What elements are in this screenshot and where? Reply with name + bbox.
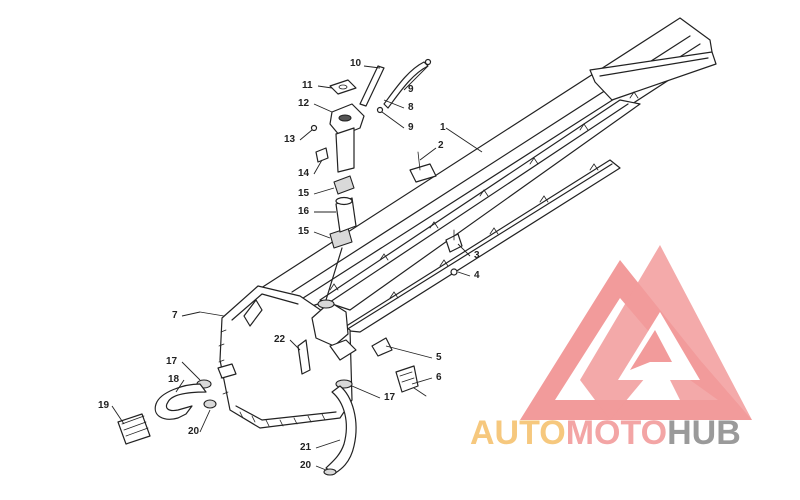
callout-c11: 11 bbox=[302, 80, 313, 91]
overflow-hoses bbox=[359, 58, 432, 114]
callout-c16: 16 bbox=[298, 206, 310, 217]
callout-c17b: 17 bbox=[384, 392, 396, 403]
callout-c9a: 9 bbox=[408, 84, 414, 95]
callout-c9b: 9 bbox=[408, 122, 414, 133]
callout-labels: 1234567899101112131415161517181920172120… bbox=[98, 58, 480, 471]
filler-neck-assembly bbox=[310, 79, 365, 301]
callout-c21: 21 bbox=[300, 442, 312, 453]
lower-hose bbox=[323, 379, 357, 476]
callout-c3: 3 bbox=[474, 250, 480, 261]
watermark-logo bbox=[520, 245, 752, 420]
callout-c15b: 15 bbox=[298, 226, 310, 237]
callout-c6: 6 bbox=[436, 372, 442, 383]
callout-c12: 12 bbox=[298, 98, 310, 109]
left-hoses bbox=[117, 379, 217, 445]
callout-c14: 14 bbox=[298, 168, 310, 179]
watermark-text: AUTOMOTOHUB bbox=[470, 414, 741, 453]
callout-c20b: 20 bbox=[300, 460, 312, 471]
bracket-5-6 bbox=[371, 337, 427, 397]
callout-c17a: 17 bbox=[166, 356, 178, 367]
callout-c1: 1 bbox=[440, 122, 446, 133]
callout-c10: 10 bbox=[350, 58, 362, 69]
callout-c5: 5 bbox=[436, 352, 442, 363]
callout-c20a: 20 bbox=[188, 426, 200, 437]
callout-c19: 19 bbox=[98, 400, 110, 411]
watermark-auto: AUTO bbox=[470, 414, 566, 452]
callout-c18: 18 bbox=[168, 374, 180, 385]
outlet-housing bbox=[311, 299, 357, 361]
tunnel-heat-exchanger bbox=[257, 17, 717, 333]
callout-c8: 8 bbox=[408, 102, 414, 113]
watermark-hub: HUB bbox=[667, 414, 741, 452]
callout-c7: 7 bbox=[172, 310, 178, 321]
watermark-moto: MOTO bbox=[565, 414, 668, 452]
bracket-22 bbox=[199, 311, 311, 375]
callout-c13: 13 bbox=[284, 134, 296, 145]
callout-c15a: 15 bbox=[298, 188, 310, 199]
callout-c4: 4 bbox=[474, 270, 480, 281]
callout-c2: 2 bbox=[438, 140, 444, 151]
leader-lines bbox=[111, 65, 483, 471]
callout-c22: 22 bbox=[274, 334, 286, 345]
clips bbox=[409, 151, 463, 276]
